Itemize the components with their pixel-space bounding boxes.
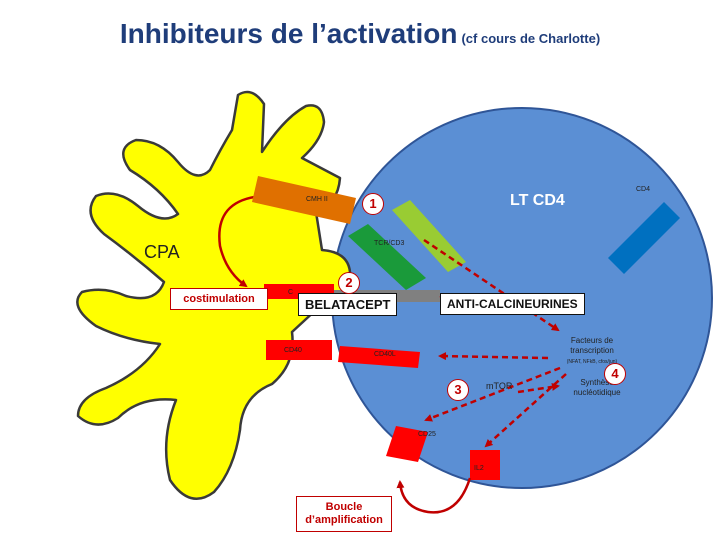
cpa-label: CPA: [144, 242, 180, 262]
mtor-to-synthese-arrow: [517, 382, 560, 394]
cd4-label: CD4: [636, 186, 651, 193]
nucleus-to-cd40l-arrow: [438, 352, 549, 361]
costim-curve-arrow: [218, 194, 263, 288]
amplification-curve-arrow: [396, 477, 472, 514]
facteurs-sub-text: (NFAT, NFkB, cfos/jun): [566, 359, 618, 365]
cd25-label: CD25: [418, 431, 436, 438]
tcr-to-nucleus-arrow: [423, 238, 560, 332]
synthese-label: Synthèse nucléotidique: [573, 378, 621, 397]
nucleus-to-il2-arrow: [484, 373, 567, 448]
il2-label: IL2: [474, 465, 484, 472]
costimulation-box: costimulation: [170, 288, 268, 310]
cd40l-receptor: [338, 346, 420, 368]
cd40-label: CD40: [284, 347, 302, 354]
belatacept-box: BELATACEPT: [298, 293, 398, 316]
tcr-dark-chain: [348, 224, 426, 290]
tcr-light-chain: [392, 200, 466, 272]
boucle-amplification-box: Boucle d’amplification: [296, 496, 392, 532]
cd40l-label: CD40L: [374, 351, 396, 358]
step-3-marker: 3: [447, 379, 469, 401]
cmh2-receptor: [252, 176, 356, 224]
title-main: Inhibiteurs de l’activation: [119, 18, 458, 49]
cd40-receptor: [266, 340, 332, 360]
step-1-marker: 1: [362, 193, 384, 215]
facteurs-text: Facteurs de transcription: [570, 336, 614, 355]
step-4-marker: 4: [604, 363, 626, 385]
il2-receptor: [470, 450, 500, 480]
tcr-label: TCR/CD3: [374, 240, 405, 247]
cd25-receptor: [386, 426, 428, 462]
title-subtitle: (cf cours de Charlotte): [461, 31, 601, 46]
step-2-marker: 2: [338, 272, 360, 294]
cmh2-label: CMH II: [306, 196, 328, 203]
mtor-label: mTOR: [486, 381, 513, 391]
cd4-receptor: [608, 202, 680, 274]
facteurs-label: Facteurs de transcription (NFAT, NFkB, c…: [560, 336, 624, 367]
nucleus-to-cd25-arrow: [424, 366, 561, 422]
page-title: Inhibiteurs de l’activation(cf cours de …: [0, 18, 720, 50]
b7-fragment-label: C: [288, 289, 294, 296]
lt-cd4-label: LT CD4: [510, 192, 565, 209]
anti-calcineurines-box: ANTI-CALCINEURINES: [440, 293, 585, 315]
